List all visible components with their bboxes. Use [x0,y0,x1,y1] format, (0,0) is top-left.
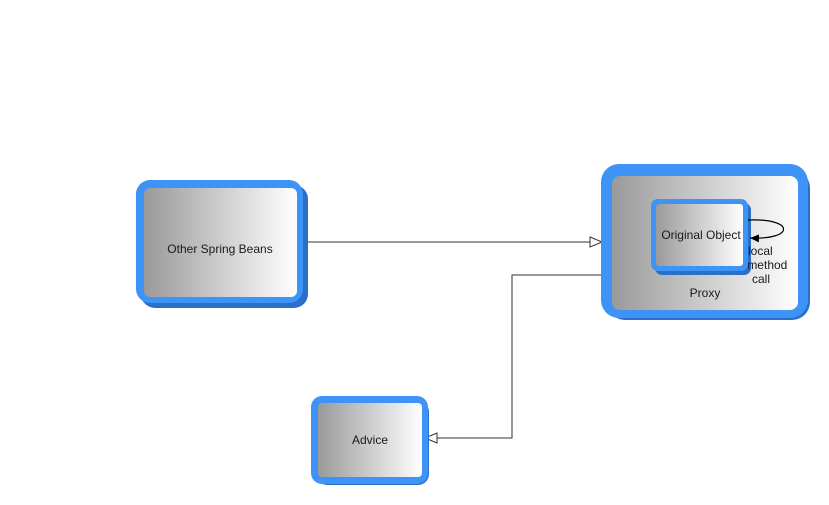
self-loop-label-line-2: method [747,258,787,272]
node-body [144,188,297,297]
node-body [656,204,743,266]
node-body [318,403,422,477]
node-label: Proxy [690,286,721,300]
self-loop-label-line-3: call [752,272,770,286]
node-original-object[interactable]: Original Object [651,199,751,275]
self-loop-local-method-call: local method call [747,219,790,286]
edge-proxy-to-advice [425,274,601,438]
node-label: Other Spring Beans [167,242,272,256]
self-loop-arrow [747,219,784,243]
node-label: Original Object [661,228,741,242]
self-loop-label: local method call [747,244,790,286]
self-loop-label-line-1: local [748,244,773,258]
node-other-spring-beans[interactable]: Other Spring Beans [136,180,308,308]
node-advice[interactable]: Advice [311,396,429,485]
node-label: Advice [352,433,388,447]
